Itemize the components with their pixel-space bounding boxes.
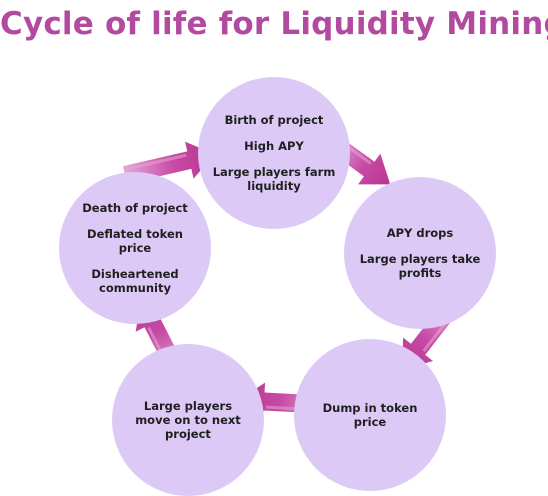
diagram-title: Cycle of life for Liquidity Mining: [0, 6, 548, 42]
node-large-players-move-on: Large players move on to next project: [112, 344, 264, 496]
node-text: Dump in token price: [322, 401, 418, 429]
node-text: Disheartened community: [91, 267, 179, 295]
node-text: Large players move on to next project: [135, 399, 241, 441]
node-text: Large players take profits: [359, 252, 481, 280]
node-text: High APY: [244, 139, 304, 153]
node-dump-in-token-price: Dump in token price: [294, 339, 446, 491]
node-text: Birth of project: [224, 113, 324, 127]
node-text: Death of project: [82, 201, 188, 215]
node-text: Large players farm liquidity: [212, 165, 336, 193]
node-text: Deflated token price: [87, 227, 183, 255]
node-text: APY drops: [386, 226, 454, 240]
